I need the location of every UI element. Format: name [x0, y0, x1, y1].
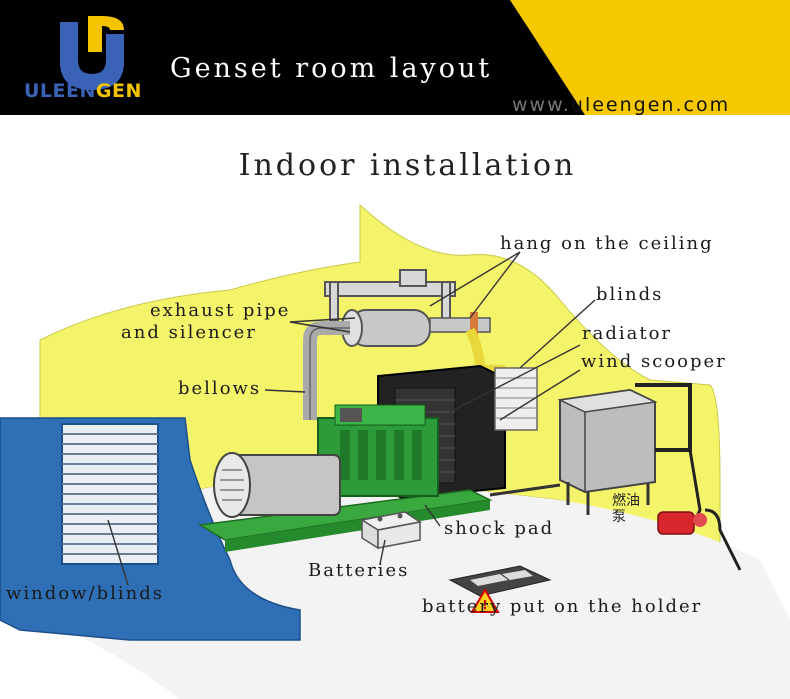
logo-icon [60, 16, 124, 90]
battery-holder [448, 565, 552, 597]
label-radiator: radiator [582, 323, 673, 344]
pump-cable [704, 508, 742, 571]
label-window-blinds: window/blinds [6, 583, 164, 604]
fuel-tank [557, 388, 658, 515]
label-hang-on-ceiling: hang on the ceiling [500, 233, 714, 254]
label-bellows: bellows [178, 378, 262, 399]
label-shock-pad: shock pad [444, 518, 555, 539]
fuel-pipe [635, 383, 692, 452]
brand-name-part1: ULEEN [24, 80, 96, 102]
exhaust-silencer [341, 309, 491, 347]
label-blinds: blinds [596, 284, 664, 305]
fuel-tank-label: 燃油 泵 [612, 493, 640, 525]
alternator [213, 452, 341, 518]
label-exhaust-pipe: exhaust pipe [150, 300, 291, 321]
brand-logo-text: ULEENGEN [24, 80, 142, 102]
header-background [510, 0, 790, 115]
page-title: Genset room layout [170, 53, 493, 84]
ceiling-hanger [324, 269, 456, 321]
window-blinds [61, 423, 159, 565]
header-yellow-stripe [510, 0, 790, 115]
diagram-subtitle: Indoor installation [238, 148, 577, 183]
header-banner: ULEENGEN Genset room layout www.uleengen… [0, 0, 790, 115]
website-prefix: www. [512, 94, 571, 115]
leader-lines [107, 251, 596, 586]
svg-text:!: ! [482, 598, 487, 612]
fuel-pump [657, 511, 707, 535]
fuel-line [489, 483, 561, 497]
label-wind-scooper: wind scooper [581, 351, 727, 372]
label-and-silencer: and silencer [121, 322, 257, 343]
genset-base-frame [197, 489, 493, 552]
website-domain: uleengen.com [570, 94, 731, 115]
warning-icon: ! [470, 588, 500, 613]
batteries [359, 511, 422, 550]
brand-name-part2: GEN [95, 80, 142, 102]
website-link[interactable]: www.uleengen.com [512, 94, 730, 115]
label-batteries: Batteries [308, 560, 410, 581]
label-battery-holder: battery put on the holder [422, 596, 703, 617]
